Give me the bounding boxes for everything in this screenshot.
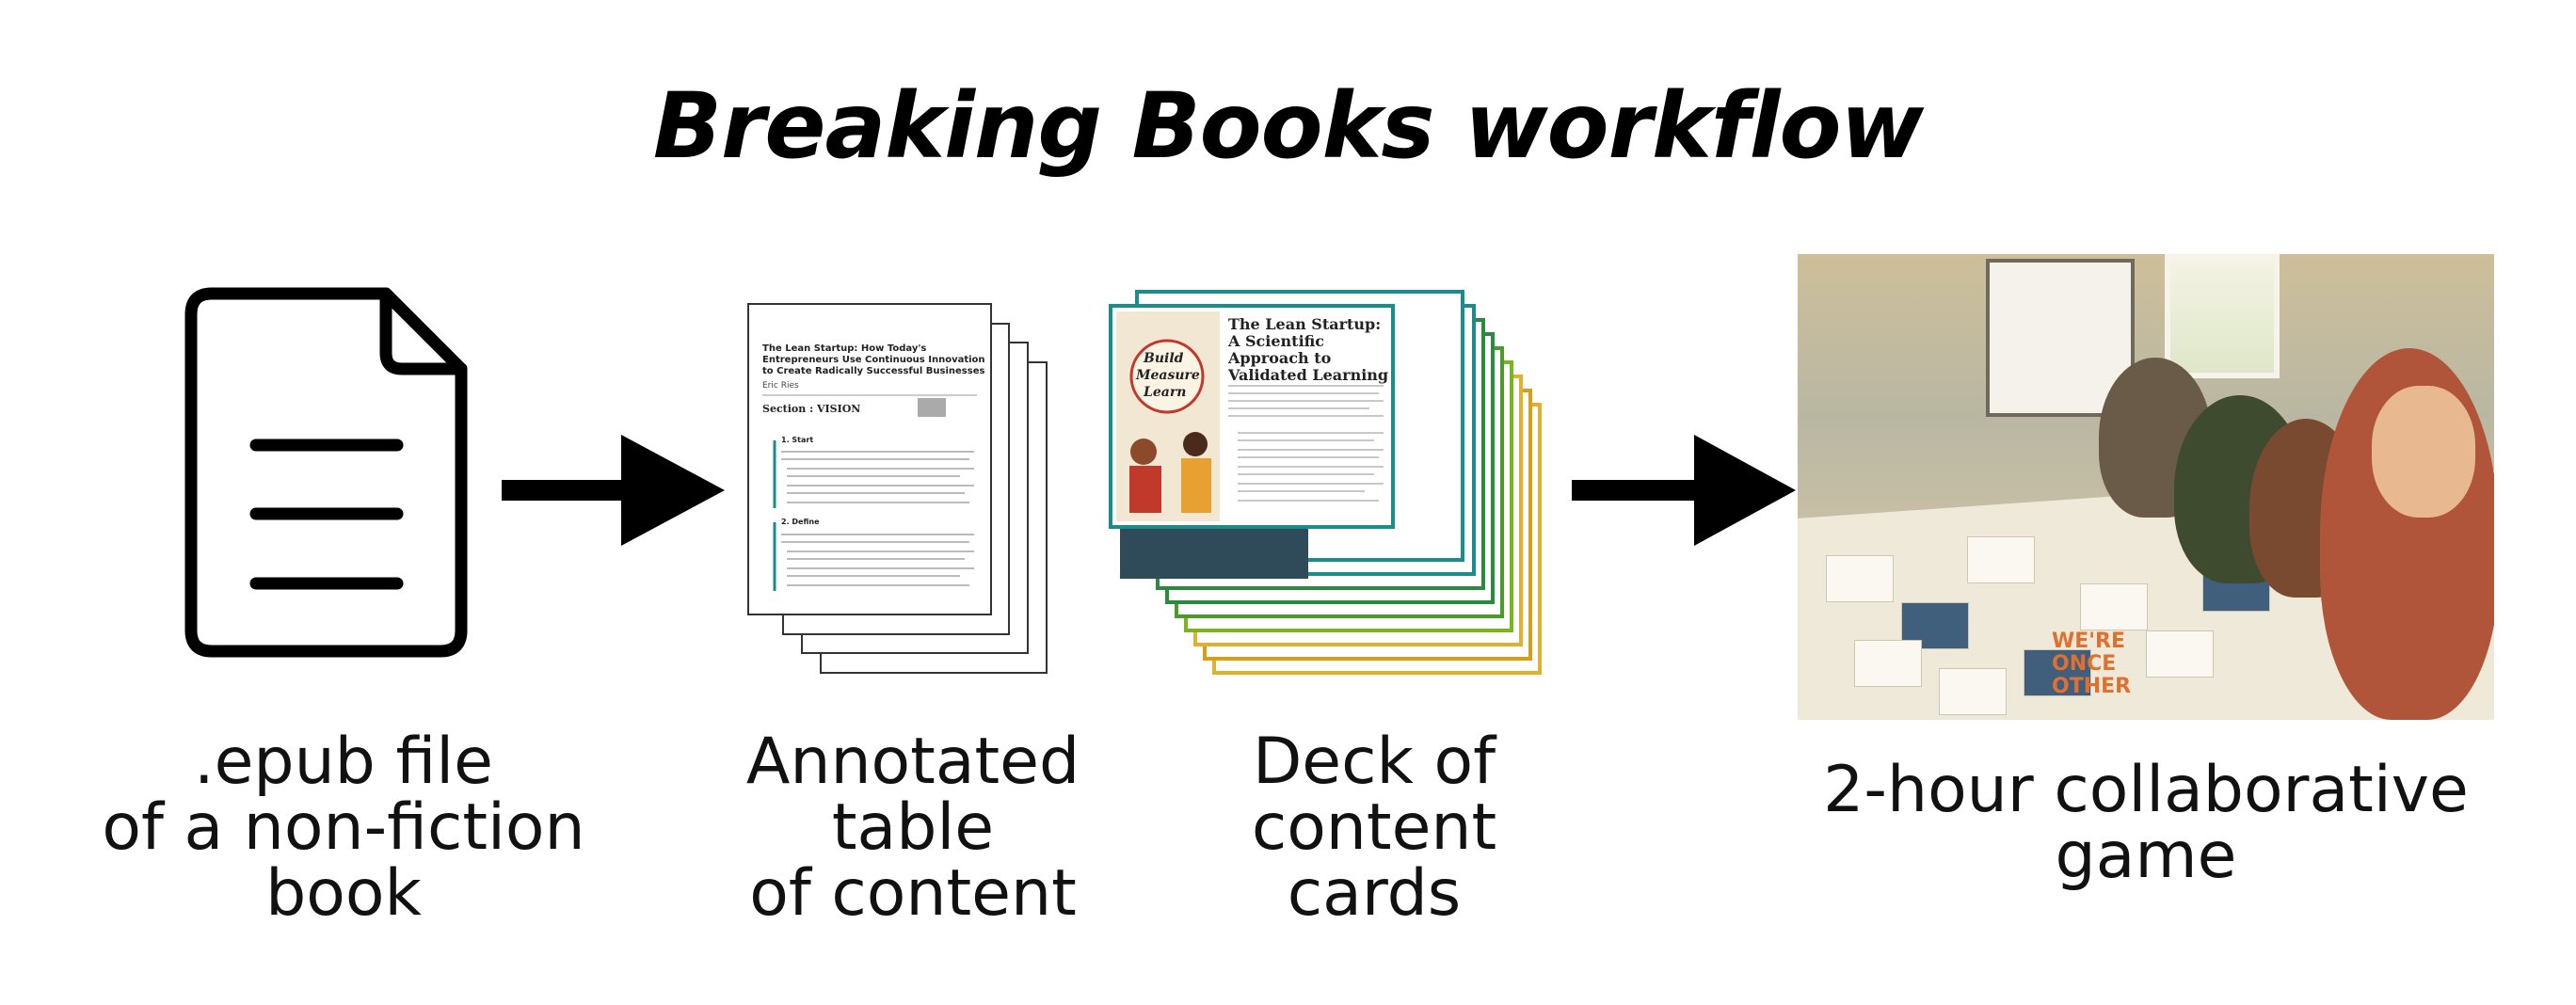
window [2165, 254, 2280, 378]
photo-note-2: ONCE [2052, 652, 2117, 676]
photo-note-1: WE'RE [2052, 630, 2125, 653]
card-image-word-3: Learn [1143, 385, 1186, 400]
step-2-caption: Annotated table of content [745, 725, 1080, 931]
photo-note-3: OTHER [2052, 675, 2132, 698]
card-image-word-1: Build [1143, 351, 1184, 366]
step-4-caption: 2-hour collaborative game [1823, 753, 2469, 893]
arrow-right-icon [1572, 435, 1796, 546]
collaborative-game-photo: WE'RE ONCE OTHER [1798, 254, 2494, 720]
content-cards-deck: Build Measure Learn The Lean Startup:A S… [1109, 290, 1542, 675]
arrow-right-icon [502, 435, 725, 546]
page-subsection-1: 1. Start [781, 436, 813, 444]
page-subsection-2: 2. Define [781, 518, 820, 526]
file-icon [184, 287, 468, 658]
step-1-caption: .epub file of a non-fiction book [102, 725, 585, 931]
card-image-word-2: Measure [1135, 368, 1200, 383]
diagram-title: Breaking Books workflow [652, 73, 1924, 179]
step-3-caption: Deck of content cards [1251, 725, 1497, 931]
page-section: Section : VISION [762, 403, 860, 415]
page-author: Eric Ries [762, 381, 799, 391]
